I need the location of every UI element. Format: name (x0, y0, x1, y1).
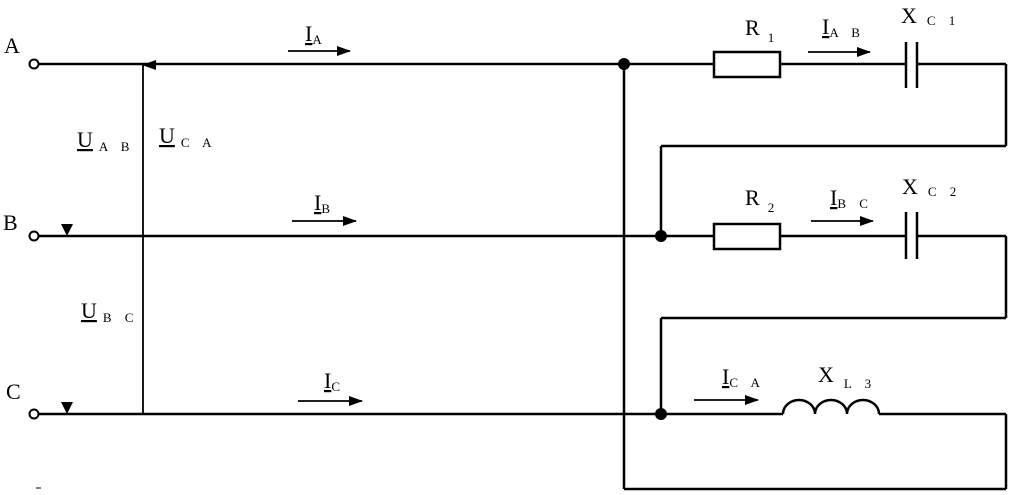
terminal-label-c: C (6, 379, 21, 404)
terminal-label-a: A (4, 33, 20, 58)
line-b-marker (61, 224, 73, 236)
terminal-b-node (28, 230, 40, 242)
resistor-r1 (712, 50, 782, 79)
terminal-c-node (28, 408, 40, 420)
current-ia-label: IA (305, 21, 327, 47)
inductor-l3 (781, 398, 881, 415)
line-c-marker (61, 402, 73, 414)
current-ibc-label: IB C (830, 185, 873, 211)
current-ib-label: IB (314, 190, 335, 216)
current-iab-label: IA B (822, 14, 865, 40)
current-ica-label: IC A (722, 364, 765, 390)
terminal-a-node (28, 58, 40, 70)
resistor-r2 (712, 222, 782, 251)
terminal-label-b: B (3, 210, 18, 235)
junction-a (618, 58, 630, 70)
current-ic-label: IC (324, 368, 345, 394)
